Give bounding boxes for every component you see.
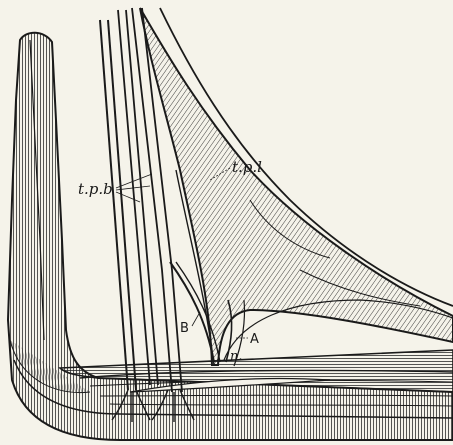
- label-tpl: t.p.l: [232, 158, 262, 176]
- label-tpb: t.p.b: [78, 180, 113, 198]
- tendon-group-tpb: [100, 8, 194, 422]
- label-b: B: [180, 321, 189, 336]
- label-n: n.: [230, 349, 243, 364]
- label-a: A: [250, 332, 259, 347]
- muscle-fan-tpl: [140, 8, 453, 365]
